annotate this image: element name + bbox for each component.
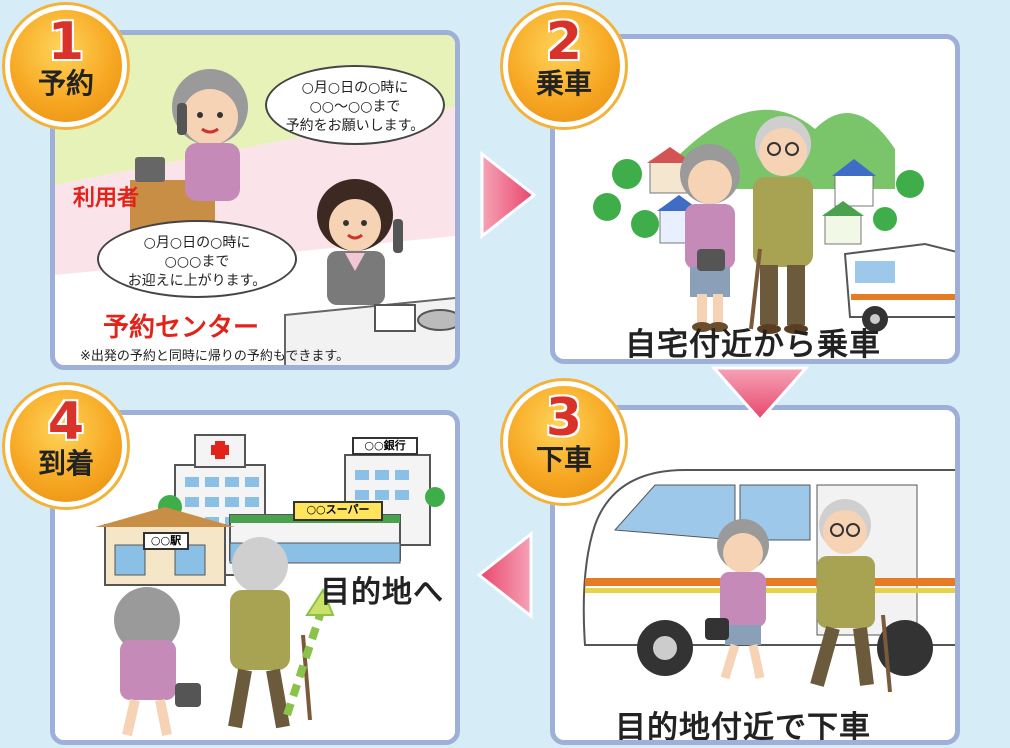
step-number: 4 — [47, 392, 85, 452]
step4-caption: 目的地へ — [320, 575, 444, 610]
step3-caption: 目的地付近で下車 — [615, 710, 871, 745]
step4-panel: ○○銀行 ○○スーパー ○○駅 目的地へ — [50, 410, 460, 745]
center-speech-line: お迎えに上がります。 — [127, 273, 267, 289]
center-speech-line: ○月○日の○時に — [143, 235, 251, 251]
step-label: 到着 — [37, 447, 94, 480]
step-label: 予約 — [37, 67, 94, 100]
step3-scene — [582, 469, 955, 693]
arrow-right-icon — [480, 150, 537, 240]
user-speech-line: ○○～○○まで — [309, 99, 401, 115]
step2-scene — [593, 109, 955, 334]
user-speech-line: 予約をお願いします。 — [285, 118, 425, 134]
step-badge-1: 1 予約 — [2, 2, 130, 130]
station-sign: ○○駅 — [143, 532, 189, 550]
arrow-left-icon — [476, 530, 533, 620]
step-label: 乗車 — [535, 67, 592, 100]
center-speech-bubble: ○月○日の○時に ○○○まで お迎えに上がります。 — [97, 220, 297, 298]
step-number: 1 — [47, 12, 85, 72]
center-label: 予約センター — [103, 313, 260, 343]
round-trip-note: ※出発の予約と同時に帰りの予約もできます。 — [80, 349, 350, 364]
step-badge-4: 4 到着 — [2, 382, 130, 510]
step1-panel: ○月○日の○時に ○○～○○まで 予約をお願いします。 ○月○日の○時に ○○○… — [50, 30, 460, 370]
user-speech-bubble: ○月○日の○時に ○○～○○まで 予約をお願いします。 — [265, 65, 445, 145]
step-label: 下車 — [535, 443, 592, 476]
bank-sign: ○○銀行 — [352, 437, 418, 455]
step-badge-2: 2 乗車 — [500, 2, 628, 130]
step-badge-3: 3 下車 — [500, 378, 628, 506]
step-number: 2 — [545, 12, 583, 72]
user-speech-line: ○月○日の○時に — [301, 80, 409, 96]
step2-panel: 自宅付近から乗車 — [550, 34, 960, 364]
user-label: 利用者 — [73, 186, 140, 211]
center-speech-line: ○○○まで — [164, 254, 230, 270]
step-number: 3 — [545, 388, 583, 448]
step2-caption: 自宅付近から乗車 — [625, 327, 881, 363]
step4-scene — [55, 434, 455, 740]
supermarket-sign: ○○スーパー — [293, 501, 383, 521]
arrow-down-icon — [710, 366, 810, 423]
